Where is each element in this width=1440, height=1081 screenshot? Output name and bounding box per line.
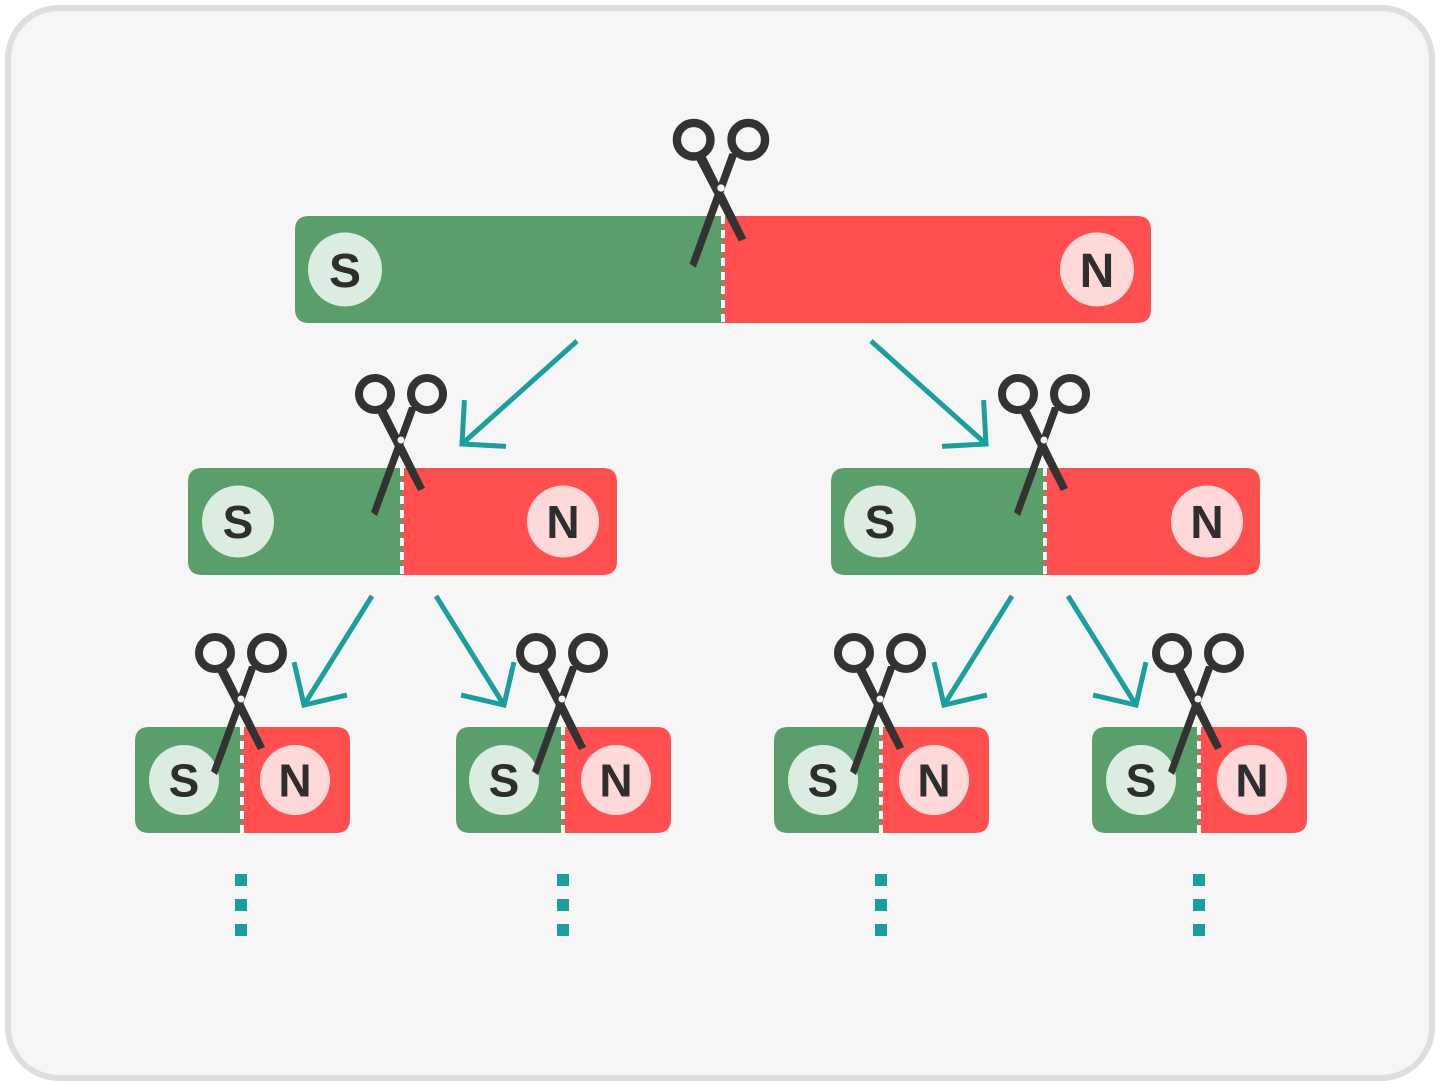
north-label: N: [1080, 245, 1115, 298]
south-label: S: [808, 755, 839, 807]
north-label-circle: [581, 745, 651, 815]
vertical-ellipsis-icon: [875, 874, 887, 936]
arrow-icon: [1065, 594, 1149, 708]
south-label-circle: [202, 485, 274, 558]
south-label-circle: [1106, 745, 1176, 815]
vertical-ellipsis-icon: [235, 874, 247, 936]
arrow-icon: [459, 339, 579, 449]
north-label: N: [599, 755, 632, 807]
south-label-circle: [149, 745, 219, 815]
vertical-ellipsis-icon: [1193, 874, 1205, 936]
south-label: S: [329, 245, 361, 298]
north-label: N: [1235, 755, 1268, 807]
north-label: N: [546, 496, 579, 548]
south-label-circle: [844, 485, 916, 558]
north-label: N: [1190, 496, 1223, 548]
north-pole-half: [723, 216, 1151, 323]
south-label: S: [865, 496, 896, 548]
north-label-circle: [527, 485, 599, 558]
arrows-layer: [291, 339, 1149, 708]
north-label-circle: [1060, 232, 1134, 307]
south-label: S: [1126, 755, 1157, 807]
north-label: N: [278, 755, 311, 807]
arrow-icon: [433, 594, 517, 708]
arrow-icon: [291, 594, 375, 708]
south-label: S: [489, 755, 520, 807]
north-label-circle: [1217, 745, 1287, 815]
south-pole-half: [295, 216, 723, 323]
north-label-circle: [1171, 485, 1243, 558]
arrow-icon: [931, 594, 1015, 708]
south-label-circle: [788, 745, 858, 815]
vertical-ellipsis-icon: [557, 874, 569, 936]
north-label-circle: [260, 745, 330, 815]
south-label-circle: [308, 232, 382, 307]
south-label: S: [223, 496, 254, 548]
south-label-circle: [469, 745, 539, 815]
continuation-dots-layer: [235, 874, 1205, 936]
north-label: N: [917, 755, 950, 807]
arrow-icon: [869, 339, 989, 449]
south-label: S: [169, 755, 200, 807]
north-label-circle: [899, 745, 969, 815]
